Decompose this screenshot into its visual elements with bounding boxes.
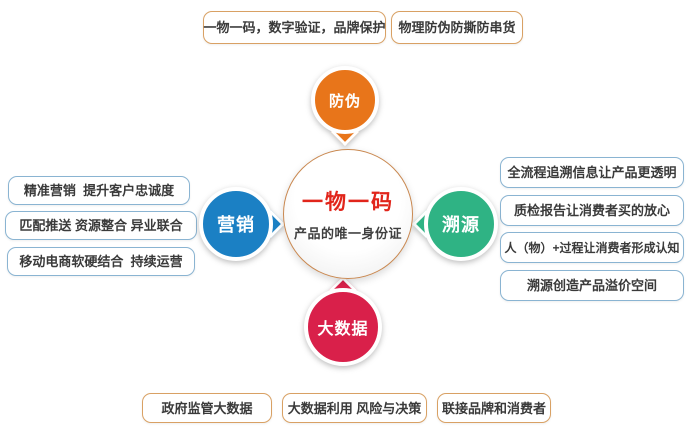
node-label-anti-counterfeit: 防伪 [328, 92, 361, 110]
callout-bottom-3: 联接品牌和消费者 [437, 393, 551, 423]
callout-top-1: 一物一码，数字验证，品牌保护 [203, 11, 386, 44]
node-label-big-data: 大数据 [317, 321, 369, 338]
callout-right-2: 质检报告让消费者买的放心 [500, 195, 684, 226]
callout-left-3: 移动电商软硬结合 持续运营 [7, 247, 195, 276]
node-bubble-marketing: 营销 [199, 187, 273, 261]
center-node: 一物一码 产品的唯一身份证 [283, 149, 413, 279]
node-bubble-traceability: 溯源 [424, 187, 498, 261]
center-subtitle: 产品的唯一身份证 [293, 226, 402, 241]
node-big-data: 大数据 [304, 275, 382, 366]
callout-bottom-2: 大数据利用 风险与决策 [282, 393, 427, 423]
node-label-traceability: 溯源 [442, 215, 480, 235]
node-traceability: 溯源 [411, 187, 498, 261]
node-bubble-anti-counterfeit: 防伪 [311, 66, 379, 134]
node-bubble-big-data: 大数据 [304, 288, 382, 366]
node-marketing: 营销 [199, 187, 286, 261]
callout-top-2: 物理防伪防撕防串货 [391, 11, 523, 44]
center-title: 一物一码 [302, 191, 394, 214]
callout-left-2: 匹配推送 资源整合 异业联合 [5, 211, 197, 240]
callout-bottom-1: 政府监管大数据 [142, 393, 272, 423]
callout-left-1: 精准营销 提升客户忠诚度 [8, 176, 190, 205]
callout-right-4: 溯源创造产品溢价空间 [500, 270, 684, 301]
callout-right-3: 人（物）+过程让消费者形成认知 [500, 232, 684, 263]
callout-right-1: 全流程追溯信息让产品更透明 [500, 157, 684, 188]
node-anti-counterfeit: 防伪 [311, 66, 379, 147]
node-label-marketing: 营销 [217, 215, 255, 235]
